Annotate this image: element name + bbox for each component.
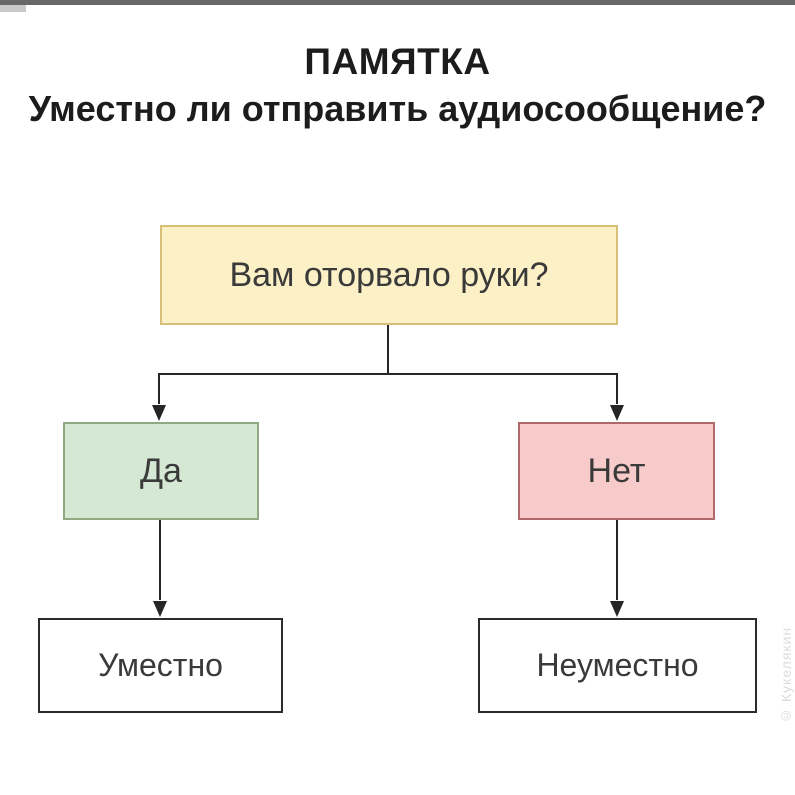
page-title: ПАМЯТКА	[304, 41, 491, 82]
flowchart-node-result-appropriate: Уместно	[38, 618, 283, 713]
node-no-label: Нет	[587, 451, 646, 490]
top-edge-bar	[0, 0, 795, 5]
flowchart-node-result-inappropriate: Неуместно	[478, 618, 757, 713]
page-subtitle: Уместно ли отправить аудиосообщение?	[28, 87, 767, 129]
arrowhead-yes-result	[153, 601, 167, 617]
node-result-inappropriate-label: Неуместно	[536, 647, 699, 683]
flowchart-node-question: Вам оторвало руки?	[160, 225, 618, 325]
arrowhead-to-yes	[152, 405, 166, 421]
node-yes-label: Да	[140, 451, 182, 490]
node-result-appropriate-label: Уместно	[98, 647, 223, 683]
arrowhead-no-result	[610, 601, 624, 617]
flowchart-node-yes: Да	[63, 422, 259, 520]
header: ПАМЯТКА Уместно ли отправить аудиосообще…	[0, 41, 795, 129]
arrowhead-to-no	[610, 405, 624, 421]
author-watermark: © Кукелякин	[778, 626, 794, 724]
flowchart-node-no: Нет	[518, 422, 715, 520]
node-question-label: Вам оторвало руки?	[229, 255, 549, 294]
